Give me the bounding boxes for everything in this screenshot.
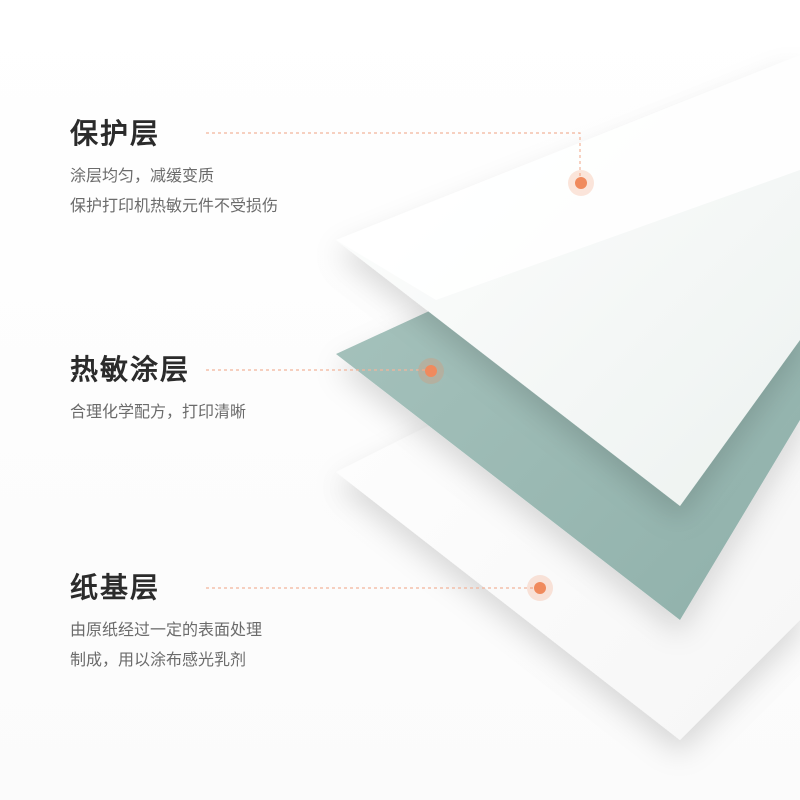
base-layer-block: 纸基层 由原纸经过一定的表面处理 制成，用以涂布感光乳剂: [70, 571, 262, 675]
thermal-layer-block: 热敏涂层 合理化学配方，打印清晰: [70, 353, 246, 427]
protective-layer-title: 保护层: [70, 117, 161, 150]
callout-dot-protective: [575, 177, 587, 189]
base-layer-desc-line-1: 由原纸经过一定的表面处理: [70, 620, 263, 639]
callout-dot-thermal: [425, 365, 437, 377]
base-layer-desc-line-2: 制成，用以涂布感光乳剂: [70, 650, 247, 669]
protective-layer-highlight: [336, 55, 800, 300]
callout-line-protective: [206, 132, 581, 182]
protective-layer-block: 保护层 涂层均匀，减缓变质 保护打印机热敏元件不受损伤: [70, 117, 278, 221]
protective-layer-desc-line-2: 保护打印机热敏元件不受损伤: [70, 196, 279, 215]
base-layer-title: 纸基层: [70, 571, 161, 604]
thermal-layer-desc-line-1: 合理化学配方，打印清晰: [70, 402, 247, 421]
protective-layer-desc-line-1: 涂层均匀，减缓变质: [70, 166, 215, 185]
thermal-layer-title: 热敏涂层: [70, 353, 191, 386]
callout-dot-base: [534, 582, 546, 594]
